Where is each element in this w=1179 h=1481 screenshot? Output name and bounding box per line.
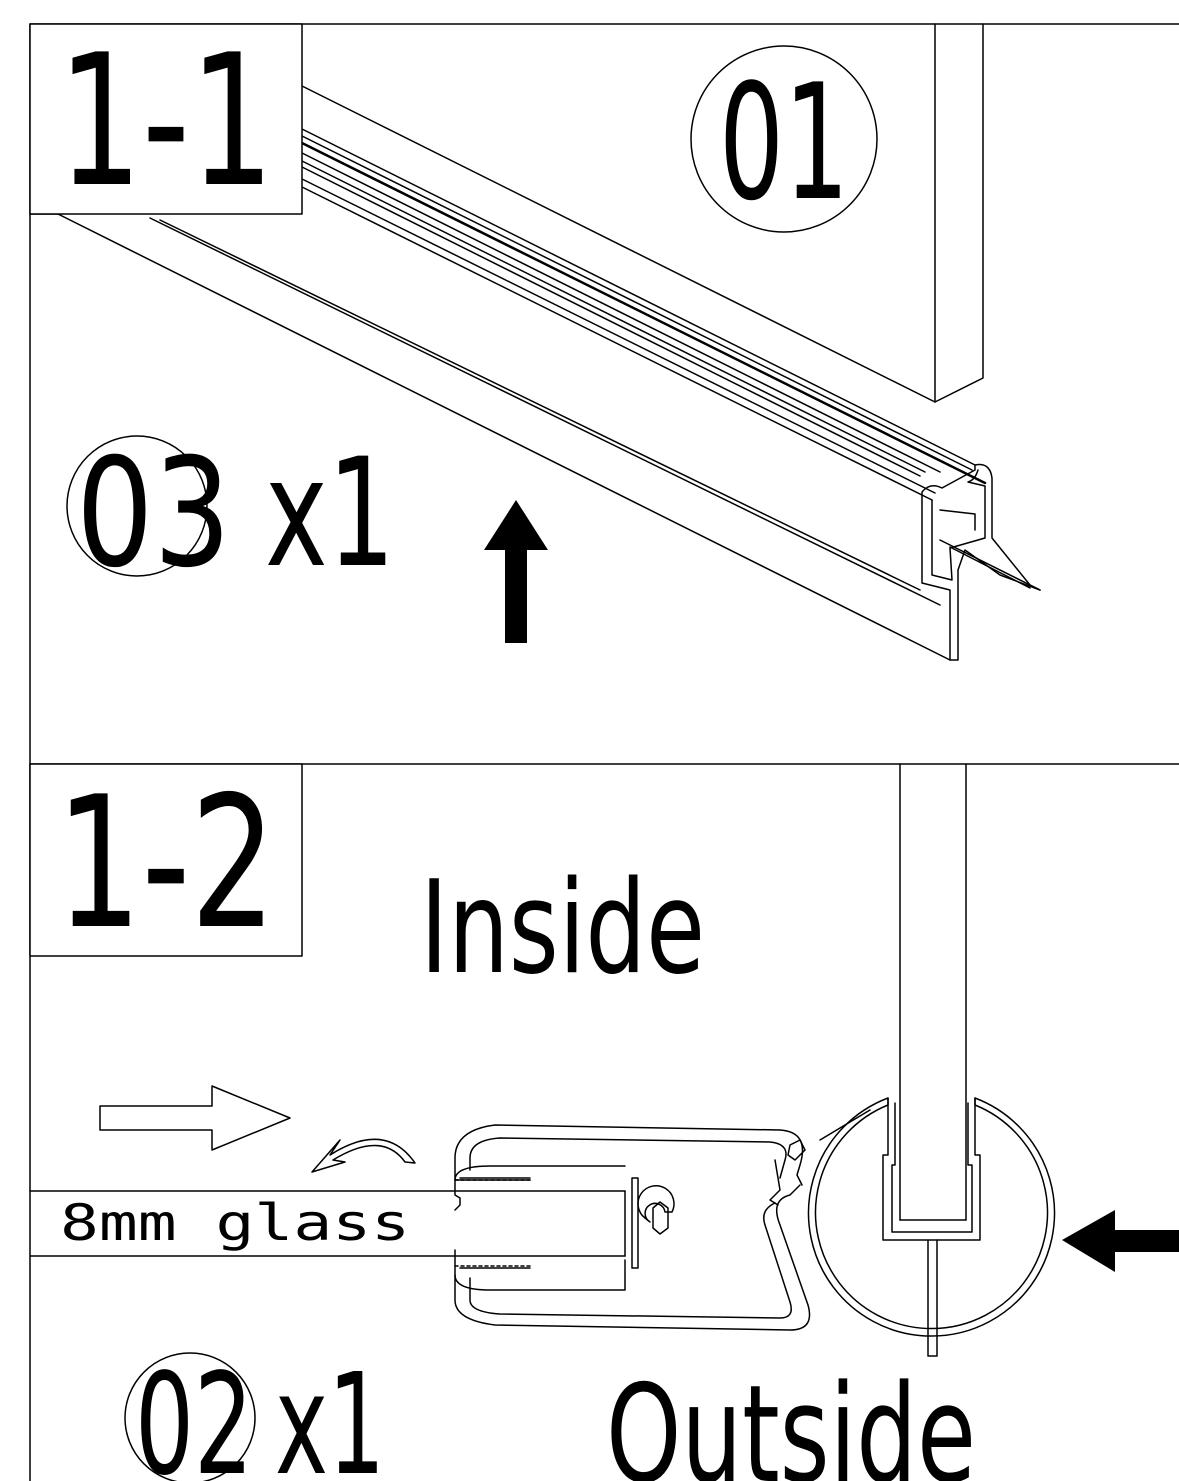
step-number-label: 1-1: [58, 15, 274, 227]
arrow-up-icon: [484, 500, 548, 643]
step-number-box: [29, 763, 303, 957]
step-number-label: 1-2: [56, 757, 276, 969]
arrow-right-outline-icon: [99, 1085, 291, 1151]
part-qty-id-label: 02: [135, 1344, 253, 1481]
part-qty-badge: [66, 435, 208, 577]
glass-panel-drawing: [299, 23, 984, 403]
fixed-glass-drawing: [899, 763, 967, 1221]
outside-label: Outside: [606, 1356, 976, 1481]
step-number-box: [29, 23, 303, 215]
sliding-glass-drawing: [29, 1190, 626, 1257]
glass-thickness-label: 8mm glass: [60, 1194, 410, 1252]
panel-step-1-2: 1-2 Inside 8mm glass: [29, 757, 1179, 1481]
panel-step-1-1: 1-1 01 03 x1: [29, 15, 1179, 765]
arrow-left-icon: [1062, 1210, 1179, 1272]
curved-arrow-icon: [311, 1138, 416, 1173]
part-qty-badge: [124, 1352, 256, 1481]
part-id-label: 01: [719, 49, 849, 236]
inside-label: Inside: [420, 854, 705, 1003]
part-qty-label: x1: [275, 1344, 385, 1481]
round-clamp-drawing: [807, 1097, 1056, 1357]
part-badge: [690, 45, 878, 233]
part-qty-id-label: 03: [76, 427, 231, 601]
u-channel-profile-drawing: [454, 1124, 811, 1331]
seal-profile-drawing: [29, 127, 1041, 661]
part-qty-label: x1: [265, 427, 395, 601]
